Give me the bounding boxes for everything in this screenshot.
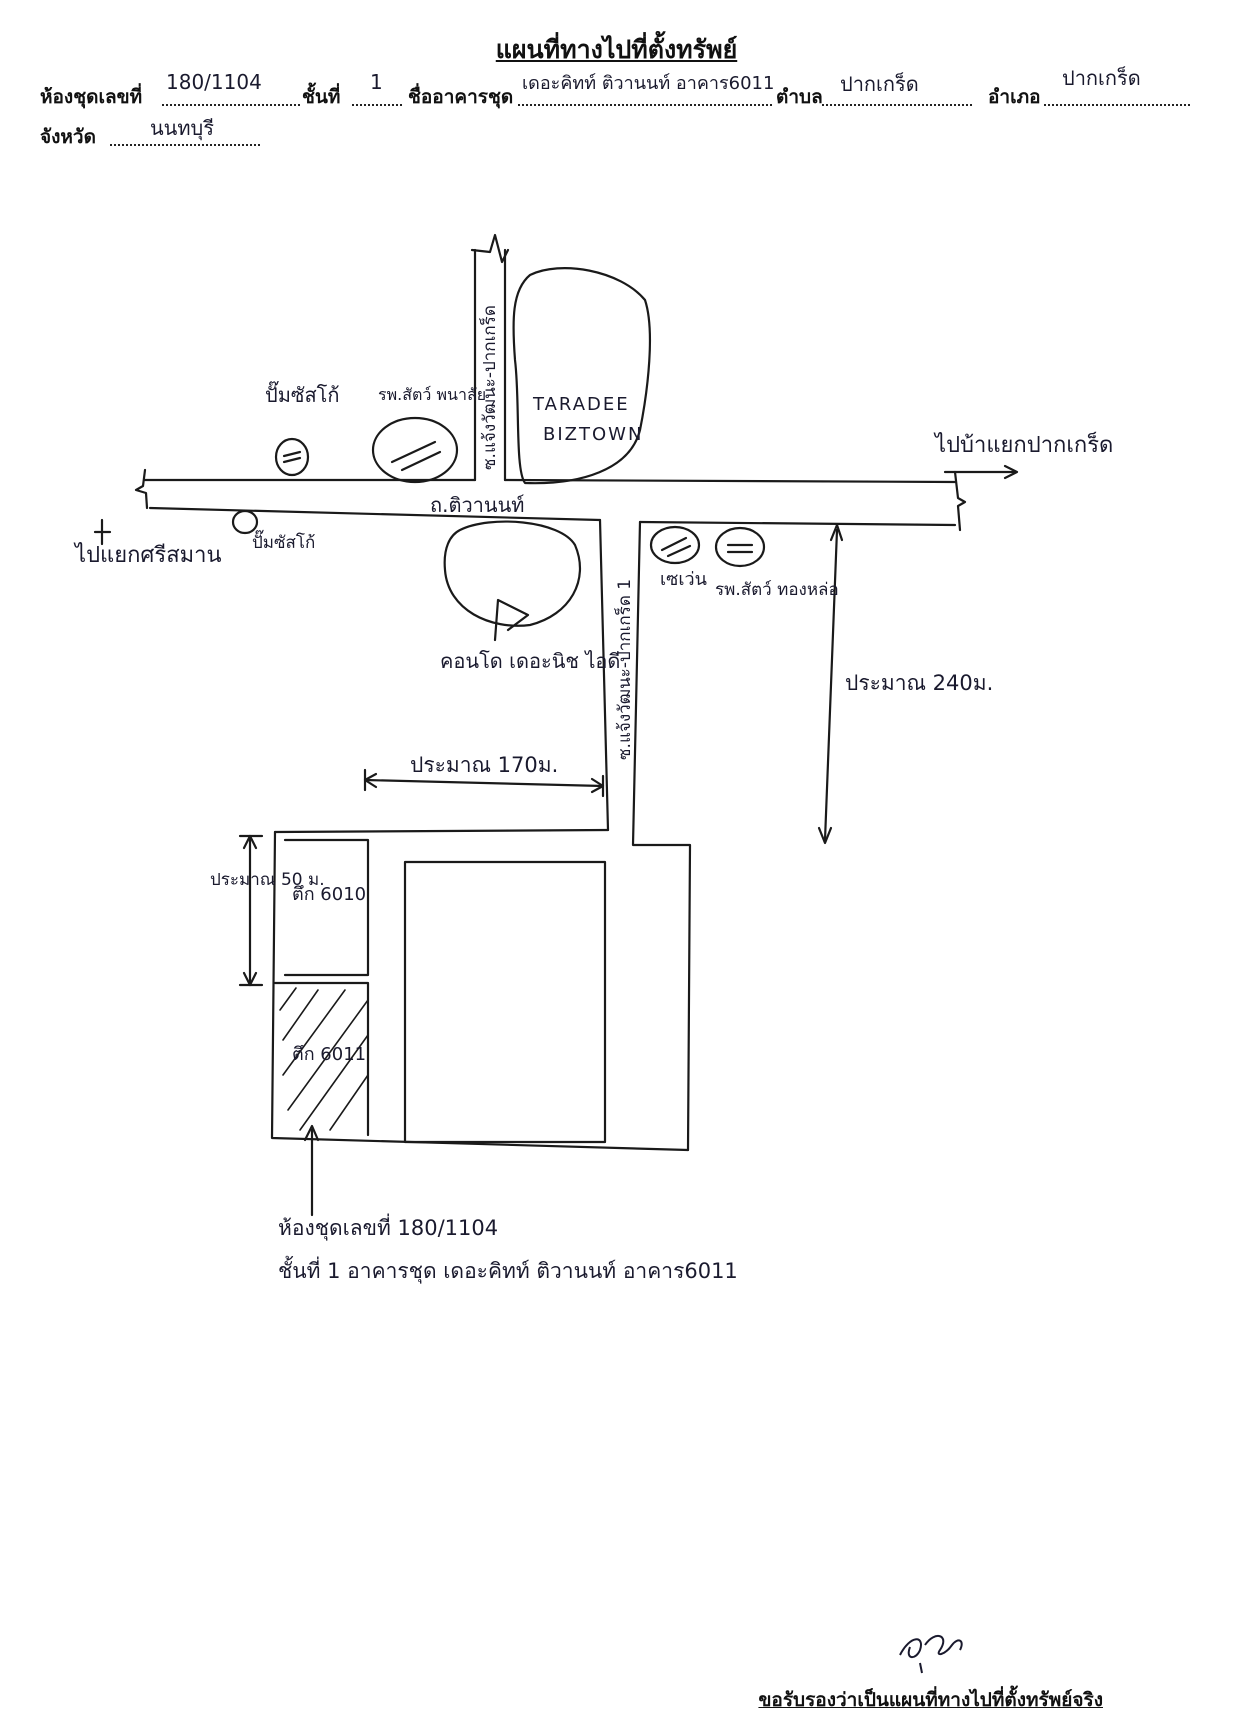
unit-pointer-head [303, 1124, 320, 1142]
main-road-bottom-edge [148, 506, 957, 527]
province-label: จังหวัด [40, 126, 96, 148]
label-seven-eleven: เซเว่น [660, 569, 707, 590]
province-value: นนทบุรี [150, 116, 214, 140]
arrow-left-mark [93, 518, 112, 546]
condo-flag [493, 598, 530, 642]
floor-label: ชั้นที่ [302, 86, 341, 108]
label-dist-50: ประมาณ 50 ม. [210, 870, 325, 890]
building-6011-hatch [279, 987, 369, 1131]
vet-panalai-area [371, 416, 459, 484]
dim-line-170 [363, 778, 605, 788]
label-building-6010: ตึก 6010 [292, 884, 366, 905]
district-dots [1044, 84, 1190, 106]
room-label: ห้องชุดเลขที่ [40, 86, 143, 108]
gas-station-2-symbol [231, 509, 259, 535]
dim-170-ticks [363, 768, 605, 798]
label-condo: คอนโด เดอะนิช ไอดี [440, 649, 620, 673]
main-road-top-edge [143, 478, 957, 484]
label-dist-240: ประมาณ 240ม. [845, 671, 993, 695]
building-6011-outline [273, 981, 370, 1137]
label-gas-station-2: ปั๊มซัสโก้ [252, 529, 315, 553]
road-break-left [134, 468, 149, 510]
label-gas-station-1: ปั๊มซัสโก้ [265, 380, 340, 407]
room-value: 180/1104 [166, 70, 262, 94]
label-taradee-2: BIZTOWN [543, 424, 643, 445]
page-title: แผนที่ทางไปที่ตั้งทรัพย์ [495, 35, 738, 64]
compound-outline [270, 830, 690, 1152]
map-labels: ซ.แจ้งวัฒนะ-ปากเกร็ด ถ.ติวานนท์ ซ.แจ้งวั… [73, 305, 1113, 1284]
soi-right-edge [631, 520, 692, 1152]
label-north-road: ซ.แจ้งวัฒนะ-ปากเกร็ด [478, 305, 500, 470]
soi-left-edge [598, 518, 610, 832]
floor-dots [352, 84, 402, 106]
subdistrict-value: ปากเกร็ด [840, 72, 919, 96]
certification-text: ขอรับรองว่าเป็นแผนที่ทางไปที่ตั้งทรัพย์จ… [758, 1689, 1103, 1711]
dim-240-head-top [829, 523, 844, 542]
building-6010-outline [283, 838, 370, 977]
label-building-6011: ตึก 6011 [292, 1044, 366, 1065]
road-break-right [953, 470, 967, 532]
road-break-top [470, 233, 510, 264]
gas-station-1-lines [282, 450, 302, 464]
dim-line-240 [823, 528, 839, 842]
room-dots [162, 84, 300, 106]
building-label: ชื่ออาคารชุด [408, 86, 514, 108]
unit-note-line-1: ห้องชุดเลขที่ 180/1104 [278, 1213, 498, 1241]
label-to-left: ไปแยกศรีสมาน [73, 542, 222, 568]
condo-niche-area [443, 520, 581, 627]
dim-50-ticks [238, 834, 264, 987]
subdistrict-dots [822, 84, 972, 106]
unit-note-line-2: ชั้นที่ 1 อาคารชุด เดอะคิทท์ ติวานนท์ อา… [278, 1256, 738, 1284]
seven-eleven-symbol [649, 525, 701, 565]
label-soi: ซ.แจ้งวัฒนะ-ปากเกร็ด 1 [613, 579, 635, 760]
district-value: ปากเกร็ด [1062, 66, 1141, 90]
province-dots [110, 124, 260, 146]
district-label: อำเภอ [988, 86, 1041, 108]
vet-thonglor-symbol [714, 526, 766, 568]
vet-thonglor-lines [726, 543, 754, 554]
label-taradee-1: TARADEE [532, 394, 630, 415]
vet-panalai-scribble [390, 440, 442, 472]
compound-top-edge [273, 828, 610, 834]
building-value: เดอะคิทท์ ติวานนท์ อาคาร6011 [522, 73, 775, 94]
signature [899, 1635, 963, 1674]
label-dist-170: ประมาณ 170ม. [410, 753, 558, 777]
subdistrict-label: ตำบล [776, 86, 823, 108]
label-to-right: ไปบ้าแยกปากเกร็ด [933, 430, 1113, 458]
taradee-biztown-area [512, 267, 652, 485]
label-main-road: ถ.ติวานนท์ [430, 493, 524, 517]
label-vet-2: รพ.สัตว์ ทองหล่อ [715, 580, 839, 600]
dim-240-head-bottom [817, 826, 833, 845]
building-dots [518, 84, 772, 106]
central-block [403, 860, 607, 1144]
floor-value: 1 [370, 70, 383, 94]
seven-eleven-lines [660, 536, 692, 558]
gas-station-1-symbol [274, 437, 310, 477]
label-vet-1: รพ.สัตว์ พนาลัย [378, 385, 486, 404]
arrow-right-head [1003, 464, 1019, 480]
